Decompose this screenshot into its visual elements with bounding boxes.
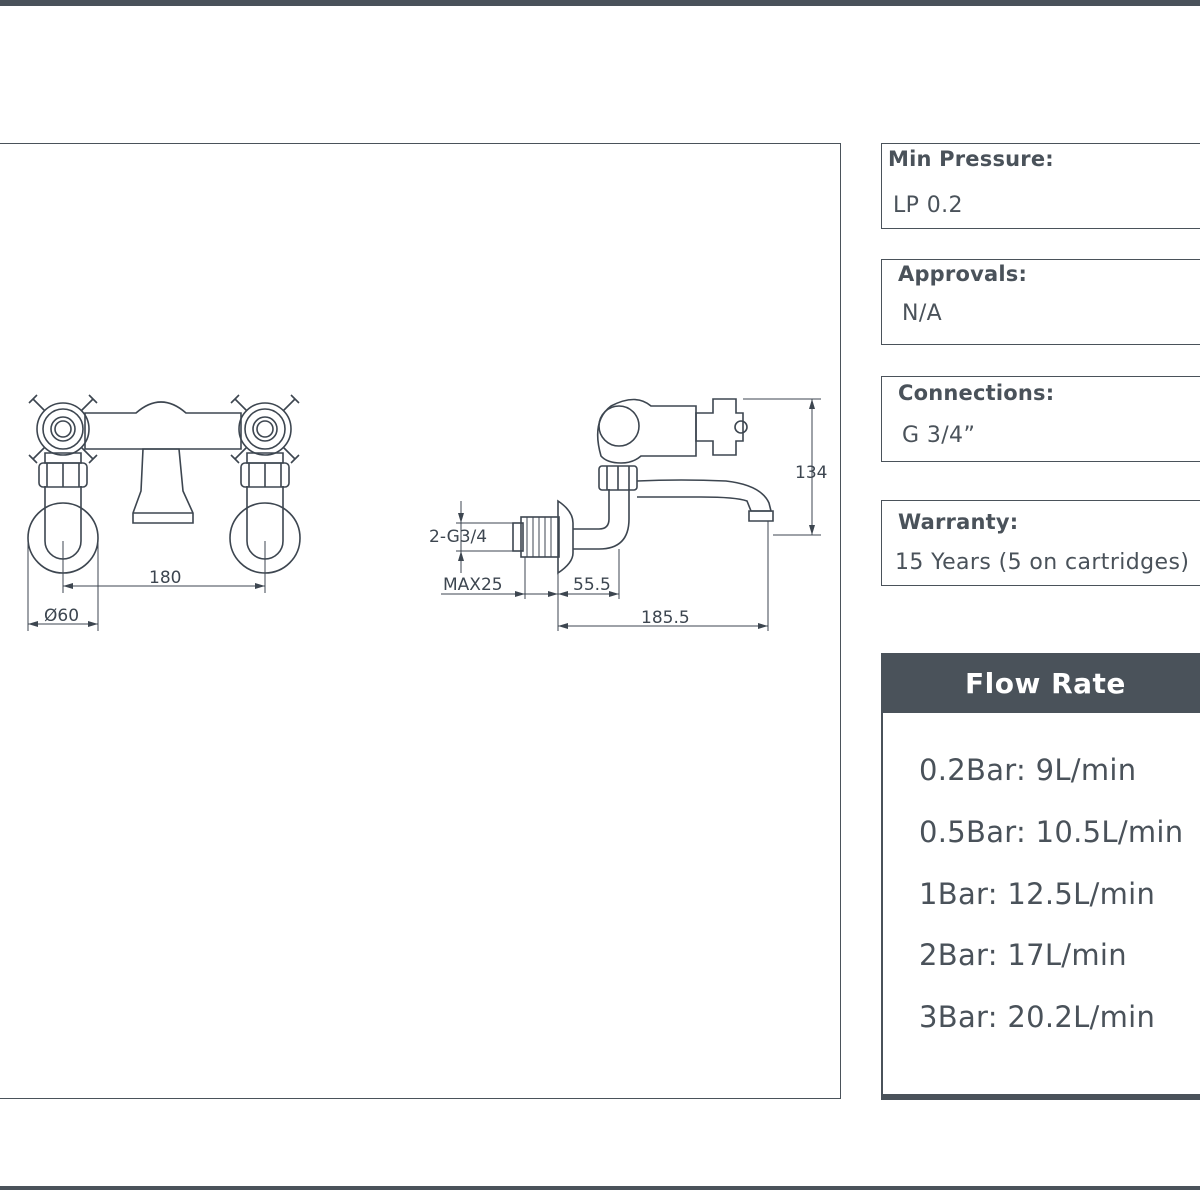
approvals-box: Approvals: N/A xyxy=(881,259,1200,345)
flow-rate-item: 0.5Bar: 10.5L/min xyxy=(919,815,1184,849)
flow-rate-header: Flow Rate xyxy=(883,655,1200,713)
side-wall-flange xyxy=(557,499,574,575)
flow-rate-item: 3Bar: 20.2L/min xyxy=(919,1000,1156,1034)
dim-thread: 2-G3/4 xyxy=(429,527,487,547)
top-rule xyxy=(0,0,1200,6)
min-pressure-label: Min Pressure: xyxy=(888,147,1054,171)
side-cross-handle xyxy=(695,398,744,456)
dim-height: 134 xyxy=(795,463,827,483)
front-spout xyxy=(132,448,194,524)
valve-body xyxy=(596,398,697,464)
approvals-value: N/A xyxy=(902,301,943,326)
flow-rate-title: Flow Rate xyxy=(965,667,1126,700)
connections-value: G 3/4” xyxy=(902,423,976,448)
dim-diameter: Ø60 xyxy=(44,606,79,626)
right-cross-handle xyxy=(230,394,300,464)
technical-drawing-frame: 180 Ø60 2-G3/4 MAX25 55.5 185.5 134 xyxy=(0,143,841,1099)
dim-centers: 180 xyxy=(149,568,181,588)
dim-max-wall: MAX25 xyxy=(443,575,503,595)
bottom-rule xyxy=(0,1186,1200,1190)
connections-box: Connections: G 3/4” xyxy=(881,376,1200,462)
threaded-tail xyxy=(520,516,560,558)
front-view xyxy=(27,394,301,631)
min-pressure-value: LP 0.2 xyxy=(893,193,963,218)
min-pressure-box: Min Pressure: LP 0.2 xyxy=(881,143,1200,229)
warranty-label: Warranty: xyxy=(898,510,1019,534)
approvals-label: Approvals: xyxy=(898,262,1028,286)
connections-label: Connections: xyxy=(898,381,1055,405)
flow-rate-item: 0.2Bar: 9L/min xyxy=(919,753,1137,787)
dim-projection: 185.5 xyxy=(641,608,690,628)
bridge-body xyxy=(84,401,242,450)
flow-rate-item: 1Bar: 12.5L/min xyxy=(919,877,1156,911)
flow-rate-bottom-bar xyxy=(881,1094,1200,1100)
flow-rate-item: 2Bar: 17L/min xyxy=(919,938,1127,972)
side-spout xyxy=(636,479,773,512)
warranty-value: 15 Years (5 on cartridges) xyxy=(895,550,1190,575)
left-cross-handle xyxy=(28,394,98,464)
warranty-box: Warranty: 15 Years (5 on cartridges) xyxy=(881,500,1200,586)
side-view xyxy=(441,398,821,631)
flow-rate-panel: Flow Rate 0.2Bar: 9L/min 0.5Bar: 10.5L/m… xyxy=(881,653,1200,1100)
technical-drawing: 180 Ø60 2-G3/4 MAX25 55.5 185.5 134 xyxy=(27,394,827,631)
dim-depth: 55.5 xyxy=(573,575,611,595)
